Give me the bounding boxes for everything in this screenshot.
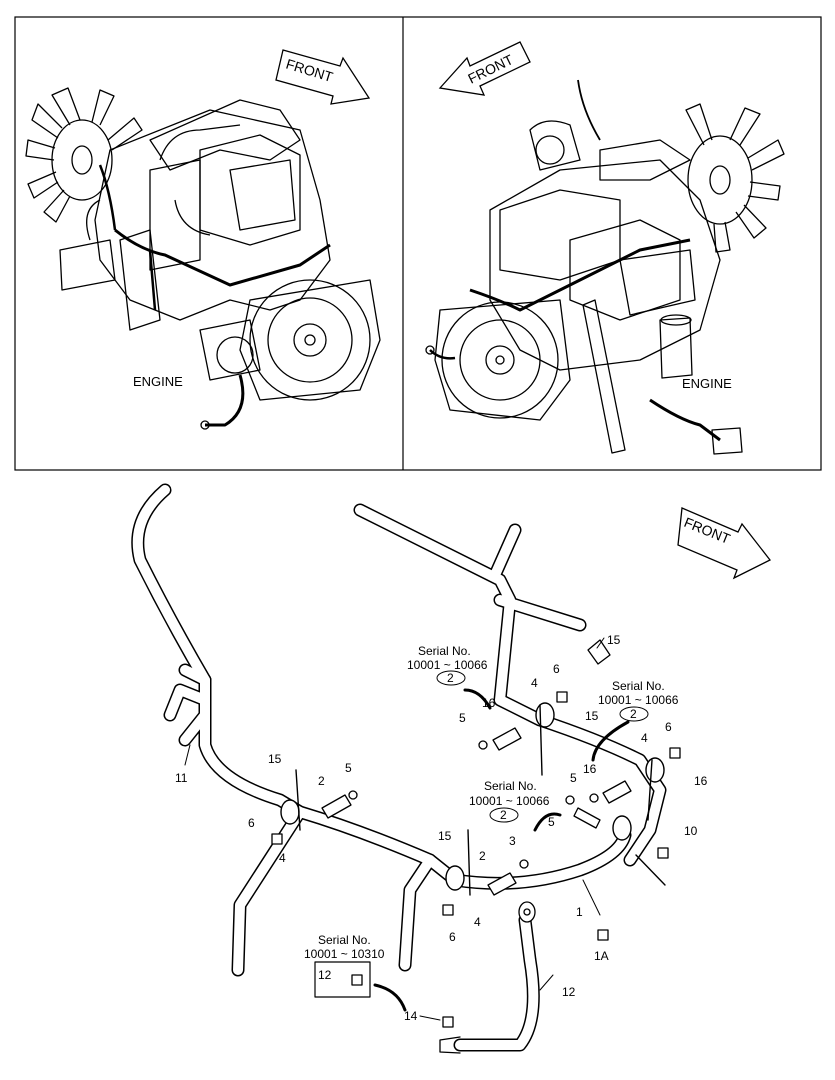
svg-text:2: 2: [447, 671, 454, 685]
left-engine-label: ENGINE: [133, 374, 183, 389]
callout-16a: 16: [482, 696, 496, 710]
right-engine-label: ENGINE: [682, 376, 732, 391]
callout-15d: 16: [694, 774, 708, 788]
callout-2b: 2: [479, 849, 486, 863]
callout-11: 12: [562, 985, 576, 999]
serial-block-2: Serial No. 10001 ~ 10066 2: [598, 679, 679, 722]
svg-text:2: 2: [500, 808, 507, 822]
callout-6b: 6: [449, 930, 456, 944]
callout-6a: 6: [248, 816, 255, 830]
callout-5d: 5: [548, 815, 555, 829]
svg-text:2: 2: [630, 707, 637, 721]
callout-15b: 15: [438, 829, 452, 843]
callout-4a: 4: [279, 851, 286, 865]
callout-15a: 15: [268, 752, 282, 766]
callout-10: 11: [175, 771, 188, 785]
harness-drawing: [131, 483, 681, 1054]
svg-text:Serial No.: Serial No.: [484, 779, 537, 793]
callout-6d: 6: [665, 720, 672, 734]
callouts: 1 1A 2 2 3 4 4 4 4 5 5 5 5 6 6 6 6 10 11…: [175, 633, 708, 1023]
svg-text:Serial No.: Serial No.: [318, 933, 371, 947]
callout-6e: 10: [684, 824, 698, 838]
right-front-arrow: FRONT: [438, 41, 531, 96]
top-frame: [14, 16, 822, 471]
svg-text:10001 ~ 10310: 10001 ~ 10310: [304, 947, 385, 961]
callout-5c: 5: [570, 771, 577, 785]
callout-14: 15: [607, 633, 621, 647]
callout-15c: 15: [585, 709, 599, 723]
left-engine-drawing: [25, 87, 381, 430]
callout-2a: 2: [318, 774, 325, 788]
callout-16b: 16: [583, 762, 597, 776]
svg-text:12: 12: [318, 968, 332, 982]
svg-text:Serial No.: Serial No.: [612, 679, 665, 693]
serial-block-1: Serial No. 10001 ~ 10066 2: [407, 644, 488, 686]
callout-4c: 4: [531, 676, 538, 690]
callout-6c: 6: [553, 662, 560, 676]
svg-text:Serial No.: Serial No.: [418, 644, 471, 658]
svg-text:10001 ~ 10066: 10001 ~ 10066: [469, 794, 550, 808]
callout-3: 3: [509, 834, 516, 848]
left-front-arrow: FRONT: [275, 49, 371, 105]
left-fan: [25, 87, 143, 223]
serial-block-4: Serial No. 10001 ~ 10310 12: [304, 933, 385, 982]
serial-block-3: Serial No. 10001 ~ 10066 2: [469, 779, 550, 823]
callout-5b: 5: [459, 711, 466, 725]
callout-1: 1: [576, 905, 583, 919]
svg-text:10001 ~ 10066: 10001 ~ 10066: [407, 658, 488, 672]
right-fan: [685, 103, 785, 253]
bottom-front-arrow: FRONT: [677, 507, 771, 580]
callout-5a: 5: [345, 761, 352, 775]
right-engine-drawing: [425, 79, 785, 455]
callout-4d: 4: [641, 731, 648, 745]
svg-text:10001 ~ 10066: 10001 ~ 10066: [598, 693, 679, 707]
callout-12: 14: [404, 1009, 418, 1023]
callout-1a: 1A: [594, 949, 609, 963]
callout-4b: 4: [474, 915, 481, 929]
